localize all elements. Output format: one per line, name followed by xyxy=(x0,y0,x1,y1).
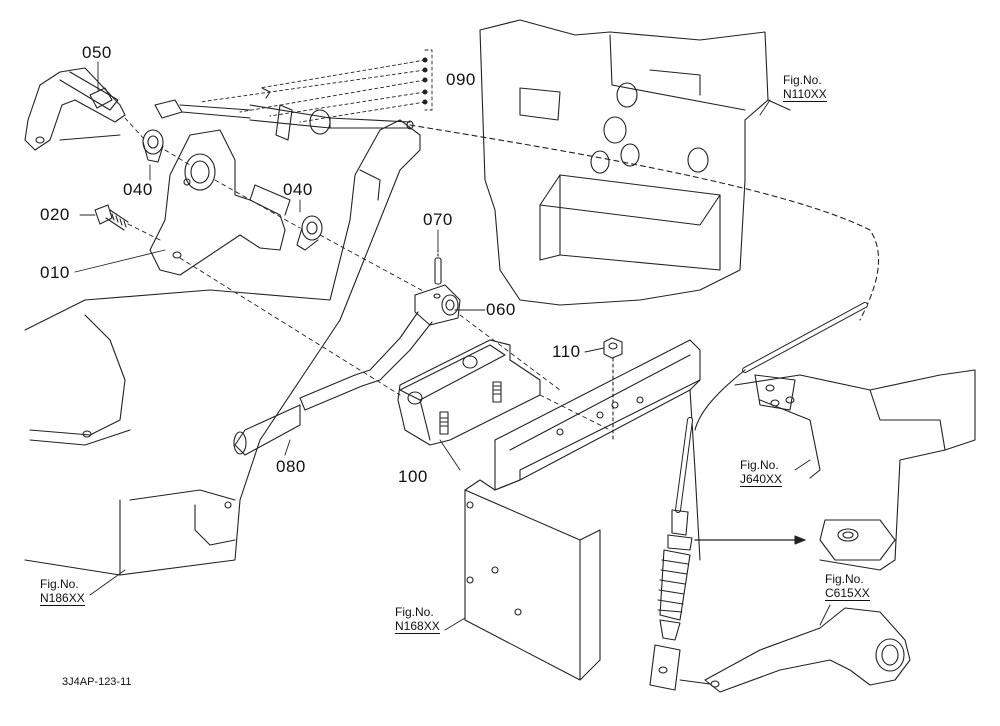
floor-frame-block xyxy=(464,339,701,681)
fig-ref-number: J640XX xyxy=(740,472,783,487)
part-label-100: 100 xyxy=(398,467,428,486)
part-label-090: 090 xyxy=(446,70,476,89)
lever-grip-080 xyxy=(233,404,301,456)
fender-panel xyxy=(24,119,421,576)
fig-ref-caption: Fig.No. xyxy=(825,572,864,586)
assembly-lines xyxy=(124,117,611,431)
transmission-housing xyxy=(479,19,791,306)
bushing-040b xyxy=(296,215,323,251)
bushing-040a xyxy=(142,129,164,163)
fig-ref-caption: Fig.No. xyxy=(40,577,79,591)
part-label-040-right: 040 xyxy=(283,180,313,199)
pin-070 xyxy=(434,249,442,285)
fig-ref-c615xx: Fig.No. C615XX xyxy=(825,572,870,601)
bracket-100 xyxy=(397,339,541,446)
part-label-040-left: 040 xyxy=(123,180,153,199)
fig-ref-n186xx: Fig.No. N186XX xyxy=(40,577,85,606)
fig-ref-caption: Fig.No. xyxy=(783,73,822,87)
fig-ref-caption: Fig.No. xyxy=(395,605,434,619)
part-label-080: 080 xyxy=(276,457,306,476)
part-label-020: 020 xyxy=(40,205,70,224)
fig-ref-number: N110XX xyxy=(783,87,827,102)
fig-ref-n110xx: Fig.No. N110XX xyxy=(783,73,827,102)
lever-arm xyxy=(704,607,911,693)
cable-assembly-090 xyxy=(154,57,428,141)
side-frame xyxy=(734,369,976,571)
fig-ref-number: C615XX xyxy=(825,586,870,601)
fig-ref-number: N186XX xyxy=(40,591,85,606)
part-label-060: 060 xyxy=(486,300,516,319)
part-label-070: 070 xyxy=(423,210,453,229)
bolt-020 xyxy=(94,204,129,231)
leader-lines-090 xyxy=(199,49,433,123)
fig-ref-n168xx: Fig.No. N168XX xyxy=(395,605,440,634)
nut-110 xyxy=(603,337,623,441)
lever-050 xyxy=(24,67,126,151)
fig-ref-j640xx: Fig.No. J640XX xyxy=(740,458,783,487)
part-label-010: 010 xyxy=(40,263,70,282)
fig-ref-caption: Fig.No. xyxy=(740,458,779,472)
mounting-plate-010 xyxy=(149,129,291,276)
fig-ref-number: N168XX xyxy=(395,619,440,634)
part-label-110: 110 xyxy=(552,342,581,361)
drawing-id: 3J4AP-123-11 xyxy=(62,676,132,688)
control-cable xyxy=(409,124,880,691)
part-label-050: 050 xyxy=(82,43,112,62)
label-leaders xyxy=(74,61,831,631)
shift-lever-060 xyxy=(299,284,461,411)
